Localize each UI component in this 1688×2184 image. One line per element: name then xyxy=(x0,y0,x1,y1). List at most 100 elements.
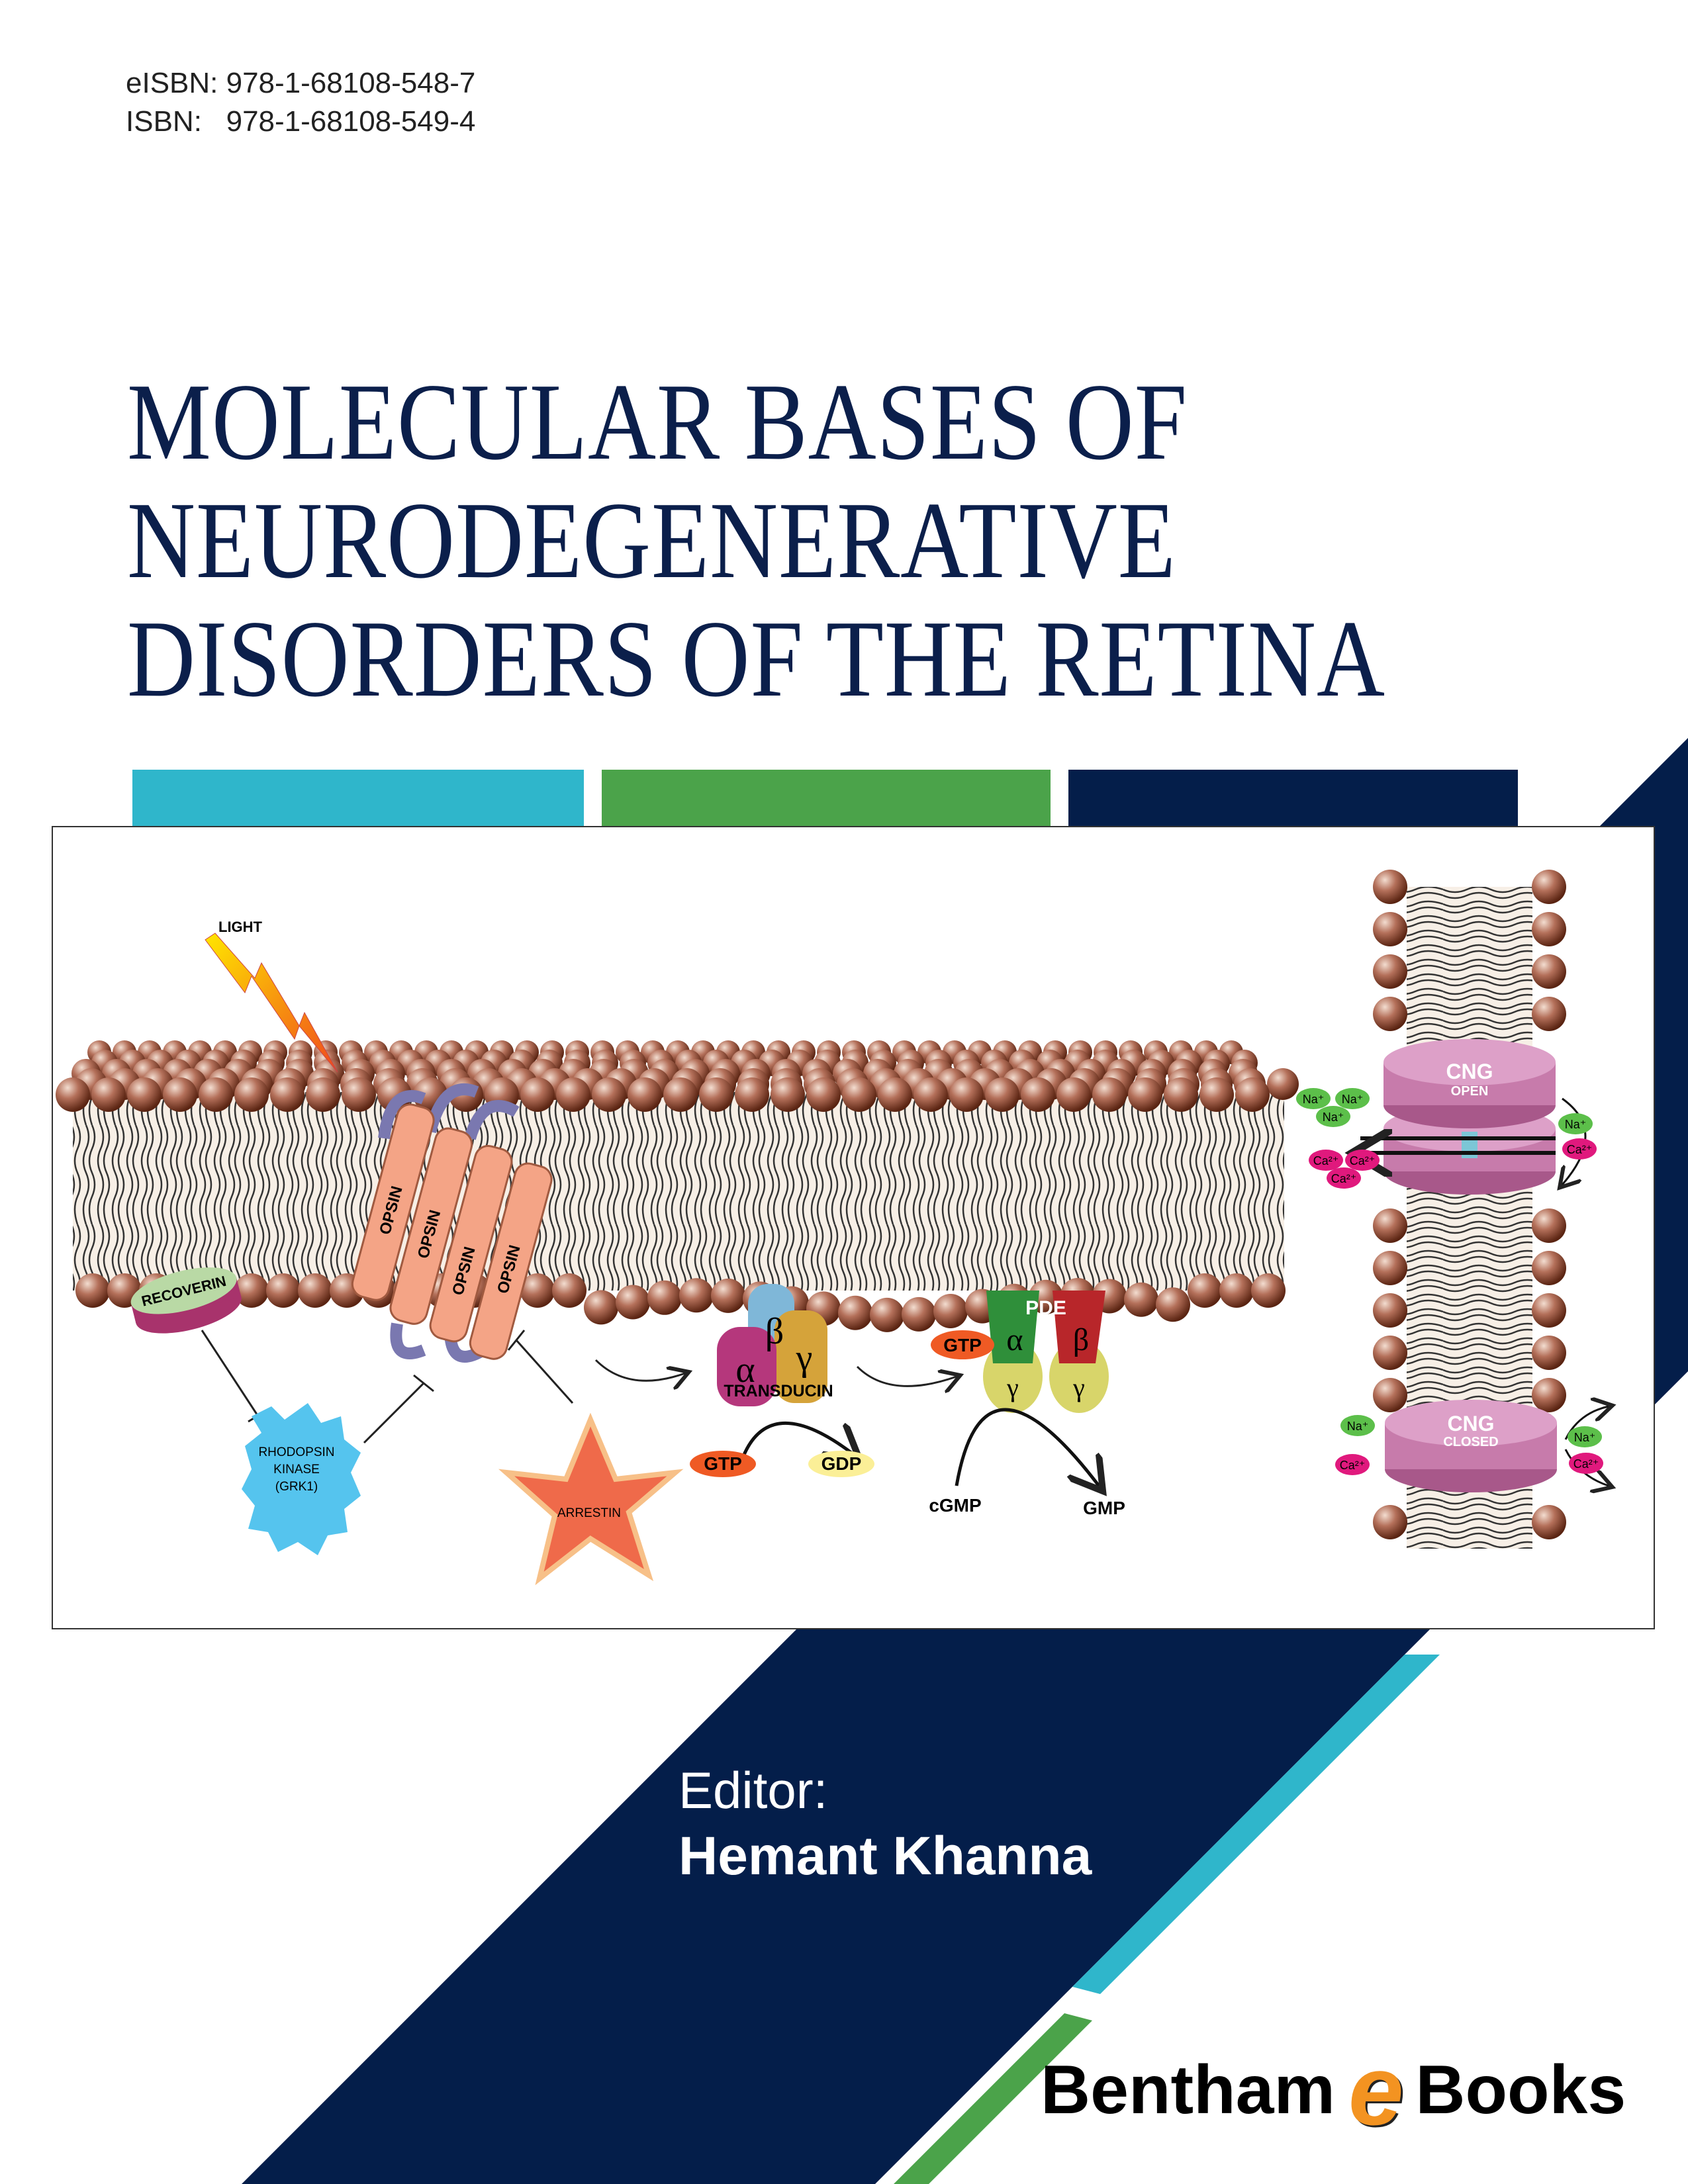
transducin-beta: β xyxy=(765,1311,784,1352)
rhodopsin-kinase: RHODOPSIN KINASE (GRK1) xyxy=(242,1403,361,1555)
inhibition-lines xyxy=(201,1330,574,1444)
lipid-head xyxy=(1092,1077,1127,1112)
isbn-text: ISBN: 978-1-68108-549-4 xyxy=(126,105,476,138)
ion xyxy=(1296,1088,1331,1109)
transducin: α β γ TRANSDUCIN xyxy=(717,1284,833,1406)
light-bolt-icon xyxy=(205,933,338,1073)
lipid-head xyxy=(679,1278,714,1313)
lipid-head xyxy=(1267,1068,1299,1100)
book-title: MOLECULAR BASES OF NEURODEGENERATIVE DIS… xyxy=(127,363,1385,718)
ion xyxy=(1558,1113,1593,1134)
title-line-3: DISORDERS OF THE RETINA xyxy=(127,598,1385,719)
pde: PDE α β γ γ GTP xyxy=(931,1291,1109,1413)
eisbn-text: eISBN: 978-1-68108-548-7 xyxy=(126,67,476,99)
lipid-head xyxy=(163,1077,197,1112)
cgmp-label: cGMP xyxy=(929,1495,981,1516)
logo-bentham: Bentham xyxy=(1041,2051,1335,2128)
lipid-head xyxy=(1532,912,1566,946)
ion-label: Ca²⁺ xyxy=(1350,1154,1376,1167)
lipid-head xyxy=(1373,954,1407,989)
pde-alpha: α xyxy=(1006,1322,1023,1357)
lipid-head xyxy=(628,1077,662,1112)
arrow xyxy=(856,1365,957,1386)
lipid-head xyxy=(342,1077,376,1112)
lipid-head xyxy=(552,1273,586,1308)
membrane-lipid-heads xyxy=(56,1040,1299,1332)
lipid-head xyxy=(1373,1251,1407,1285)
ion-label: Na⁺ xyxy=(1342,1093,1364,1106)
cng-closed-state: CLOSED xyxy=(1443,1435,1498,1449)
lipid-head xyxy=(1532,1378,1566,1412)
lipid-head xyxy=(1235,1077,1270,1112)
lipid-head xyxy=(616,1285,650,1320)
lipid-head xyxy=(306,1077,340,1112)
lipid-head xyxy=(806,1077,841,1112)
bentham-ebooks-logo: Bentham e Books xyxy=(1041,2040,1626,2140)
opsin-cluster: OPSIN OPSIN OPSIN OPSIN xyxy=(351,1083,553,1363)
lipid-head xyxy=(1373,1505,1407,1539)
lipid-head xyxy=(1128,1077,1162,1112)
ion-label: Na⁺ xyxy=(1323,1111,1344,1124)
lipid-head xyxy=(735,1077,769,1112)
lipid-head xyxy=(647,1280,682,1315)
lipid-head xyxy=(270,1077,305,1112)
cgmp-gmp-arrow xyxy=(955,1408,1099,1486)
ion xyxy=(1335,1454,1370,1475)
ion xyxy=(1562,1138,1597,1160)
cng-open-label: CNG xyxy=(1446,1060,1493,1083)
pde-gamma: γ xyxy=(1006,1373,1019,1402)
transducin-label: TRANSDUCIN xyxy=(724,1382,833,1400)
lipid-head xyxy=(127,1077,162,1112)
lipid-head xyxy=(1373,997,1407,1031)
lipid-head xyxy=(1156,1287,1190,1322)
lipid-head xyxy=(985,1077,1019,1112)
lipid-head xyxy=(1056,1077,1091,1112)
green-stripe xyxy=(894,2013,1092,2184)
ion-label: Na⁺ xyxy=(1347,1420,1369,1433)
lipid-head xyxy=(663,1077,698,1112)
lipid-head xyxy=(1251,1273,1286,1308)
ion xyxy=(1568,1426,1602,1447)
lipid-head xyxy=(1532,1336,1566,1370)
cng-open-state: OPEN xyxy=(1451,1084,1489,1099)
ion xyxy=(1340,1415,1375,1436)
arrestin-label: ARRESTIN xyxy=(557,1506,621,1520)
phototransduction-diagram: LIGHT OPSIN OPSIN OPSIN OPSIN RECOVERIN … xyxy=(52,826,1655,1629)
pde-gtp-label: GTP xyxy=(943,1335,982,1355)
lipid-head xyxy=(1199,1077,1234,1112)
lipid-head xyxy=(91,1077,126,1112)
lipid-head xyxy=(878,1077,912,1112)
lipid-head xyxy=(1532,954,1566,989)
transducin-alpha: α xyxy=(735,1349,755,1390)
lipid-head xyxy=(266,1273,301,1308)
lipid-head xyxy=(1373,1293,1407,1328)
arrow xyxy=(594,1359,685,1381)
lipid-head xyxy=(234,1273,269,1308)
lipid-head xyxy=(234,1077,269,1112)
pde-label: PDE xyxy=(1025,1297,1066,1319)
ion-label: Ca²⁺ xyxy=(1331,1172,1357,1185)
editor-name: Hemant Khanna xyxy=(679,1826,1092,1886)
rhodopsin-kinase-label-1: RHODOPSIN xyxy=(258,1445,334,1459)
lipid-head xyxy=(1373,1208,1407,1243)
lipid-head xyxy=(699,1077,733,1112)
lipid-head xyxy=(870,1297,904,1332)
ion xyxy=(1345,1150,1380,1171)
pde-gamma: γ xyxy=(1072,1373,1085,1402)
membrane-lipid-tails xyxy=(73,1092,1284,1291)
lipid-head xyxy=(592,1077,626,1112)
lipid-head xyxy=(842,1077,876,1112)
ion xyxy=(1309,1150,1343,1171)
ions: Na⁺Na⁺Na⁺Na⁺Na⁺Na⁺Ca²⁺Ca²⁺Ca²⁺Ca²⁺Ca²⁺Ca… xyxy=(1296,1088,1603,1475)
lipid-head xyxy=(949,1077,984,1112)
cyan-stripe xyxy=(1072,1655,1440,1994)
ion-label: Ca²⁺ xyxy=(1573,1457,1599,1471)
lipid-head xyxy=(1188,1273,1222,1308)
ion-label: Na⁺ xyxy=(1565,1118,1587,1131)
navy-color-bar xyxy=(1068,770,1518,827)
lipid-head xyxy=(1373,1378,1407,1412)
lipid-head xyxy=(1021,1077,1055,1112)
lipid-head xyxy=(1532,1208,1566,1243)
lipid-head xyxy=(711,1278,745,1313)
lipid-head xyxy=(520,1273,555,1308)
